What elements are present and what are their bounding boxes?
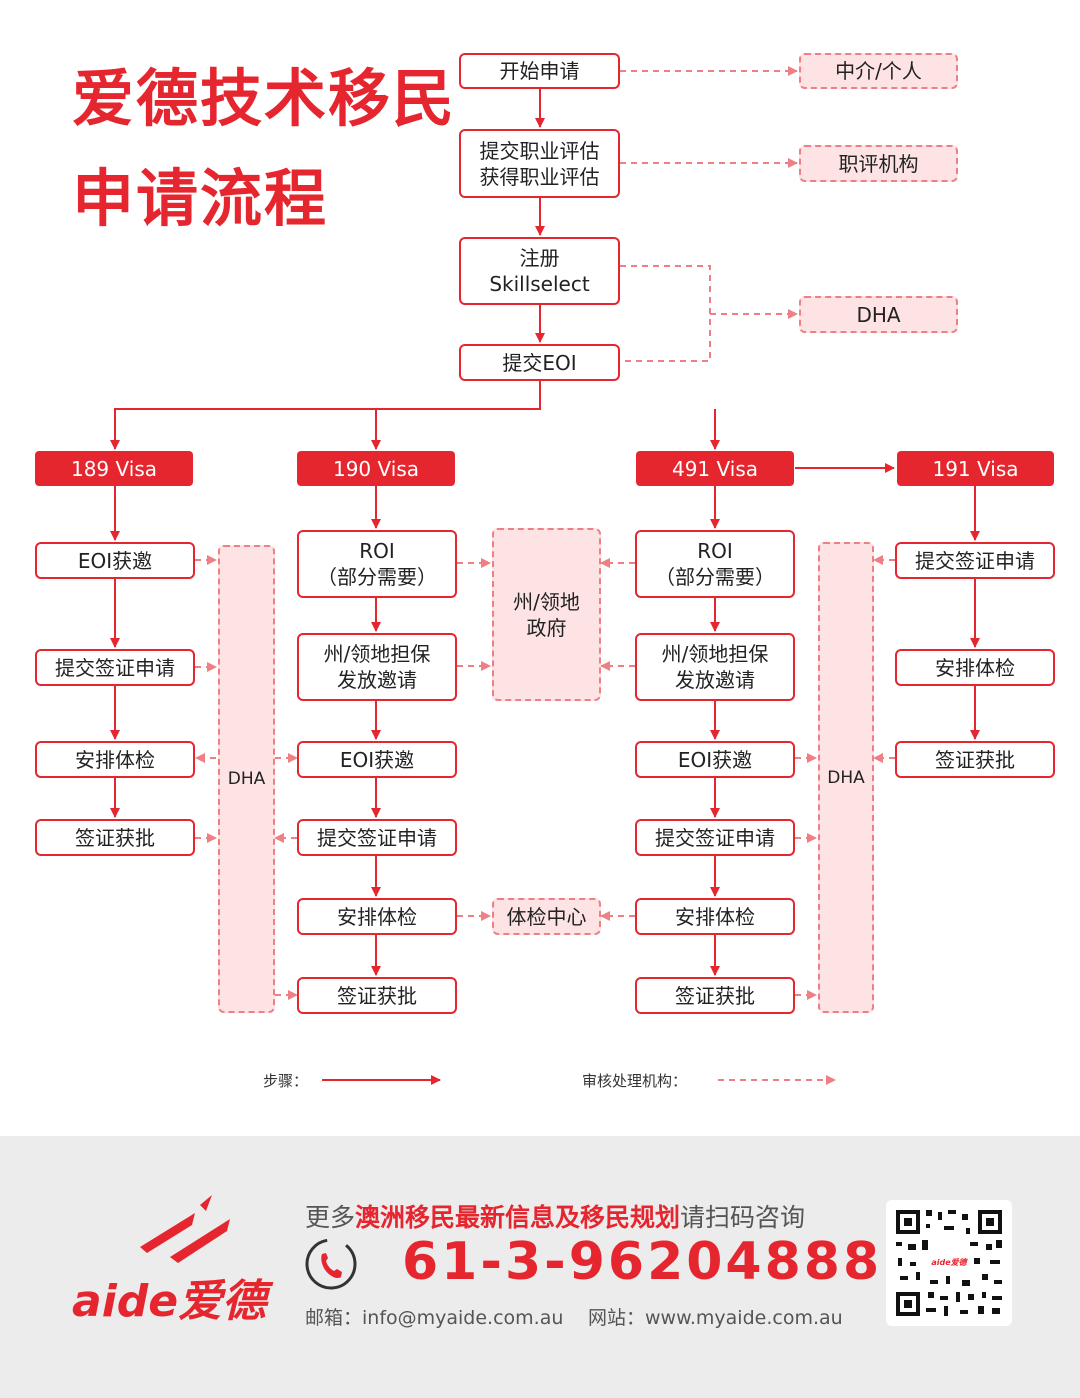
v491-step: EOI获邀	[635, 741, 795, 778]
title-line-2: 申请流程	[72, 162, 329, 235]
agency-assessor: 职评机构	[799, 145, 958, 182]
phone-number[interactable]: 61-3-96204888	[402, 1232, 883, 1292]
v191-step: 安排体检	[895, 649, 1055, 686]
email-text[interactable]: 邮箱：info@myaide.com.au	[305, 1307, 564, 1329]
step-start-application: 开始申请	[459, 53, 620, 89]
qr-center-logo: aide爱德	[931, 1258, 968, 1267]
v190-step: 州/领地担保 发放邀请	[297, 633, 457, 701]
visa-491-header: 491 Visa	[636, 451, 794, 486]
legend-agency-label: 审核处理机构：	[582, 1072, 688, 1090]
step-register-skillselect: 注册 Skillselect	[459, 237, 620, 305]
agency-medical-center: 体检中心	[492, 898, 601, 935]
flow-connectors	[110, 66, 980, 1085]
step-submit-eoi: 提交EOI	[459, 344, 620, 381]
qr-code[interactable]: aide爱德	[886, 1200, 1012, 1326]
aide-logo	[140, 1195, 230, 1263]
promo-text: 更多澳洲移民最新信息及移民规划请扫码咨询	[305, 1198, 805, 1234]
brand-wordmark: aide爱德	[72, 1276, 267, 1327]
v189-step: 签证获批	[35, 819, 195, 856]
v491-step: 提交签证申请	[635, 819, 795, 856]
v190-step: 安排体检	[297, 898, 457, 935]
v189-step: 提交签证申请	[35, 649, 195, 686]
agency-dha-right: DHA	[818, 542, 874, 1013]
v190-step: 提交签证申请	[297, 819, 457, 856]
v491-step: 州/领地担保 发放邀请	[635, 633, 795, 701]
promo-prefix: 更多	[305, 1203, 356, 1232]
visa-190-header: 190 Visa	[297, 451, 455, 486]
v190-step: 签证获批	[297, 977, 457, 1014]
title-line-1: 爱德技术移民	[72, 62, 457, 135]
v191-step: 签证获批	[895, 741, 1055, 778]
qr-pattern: aide爱德	[896, 1210, 1002, 1316]
agency-dha-left: DHA	[218, 545, 275, 1013]
v190-step: EOI获邀	[297, 741, 457, 778]
v491-step: 安排体检	[635, 898, 795, 935]
visa-189-header: 189 Visa	[35, 451, 193, 486]
agency-state-government: 州/领地 政府	[492, 528, 601, 701]
v189-step: EOI获邀	[35, 542, 195, 579]
agency-dha-top: DHA	[799, 296, 958, 333]
v491-step: ROI （部分需要）	[635, 530, 795, 598]
phone-icon	[305, 1238, 357, 1290]
v191-step: 提交签证申请	[895, 542, 1055, 579]
website-text[interactable]: 网站：www.myaide.com.au	[588, 1307, 843, 1329]
promo-highlight: 澳洲移民最新信息及移民规划	[355, 1203, 681, 1232]
agency-agent: 中介/个人	[799, 53, 958, 89]
v190-step: ROI （部分需要）	[297, 530, 457, 598]
legend-steps-label: 步骤：	[263, 1072, 309, 1090]
v189-step: 安排体检	[35, 741, 195, 778]
promo-suffix: 请扫码咨询	[680, 1203, 806, 1232]
visa-191-header: 191 Visa	[897, 451, 1054, 486]
v491-step: 签证获批	[635, 977, 795, 1014]
step-skills-assessment: 提交职业评估 获得职业评估	[459, 129, 620, 198]
